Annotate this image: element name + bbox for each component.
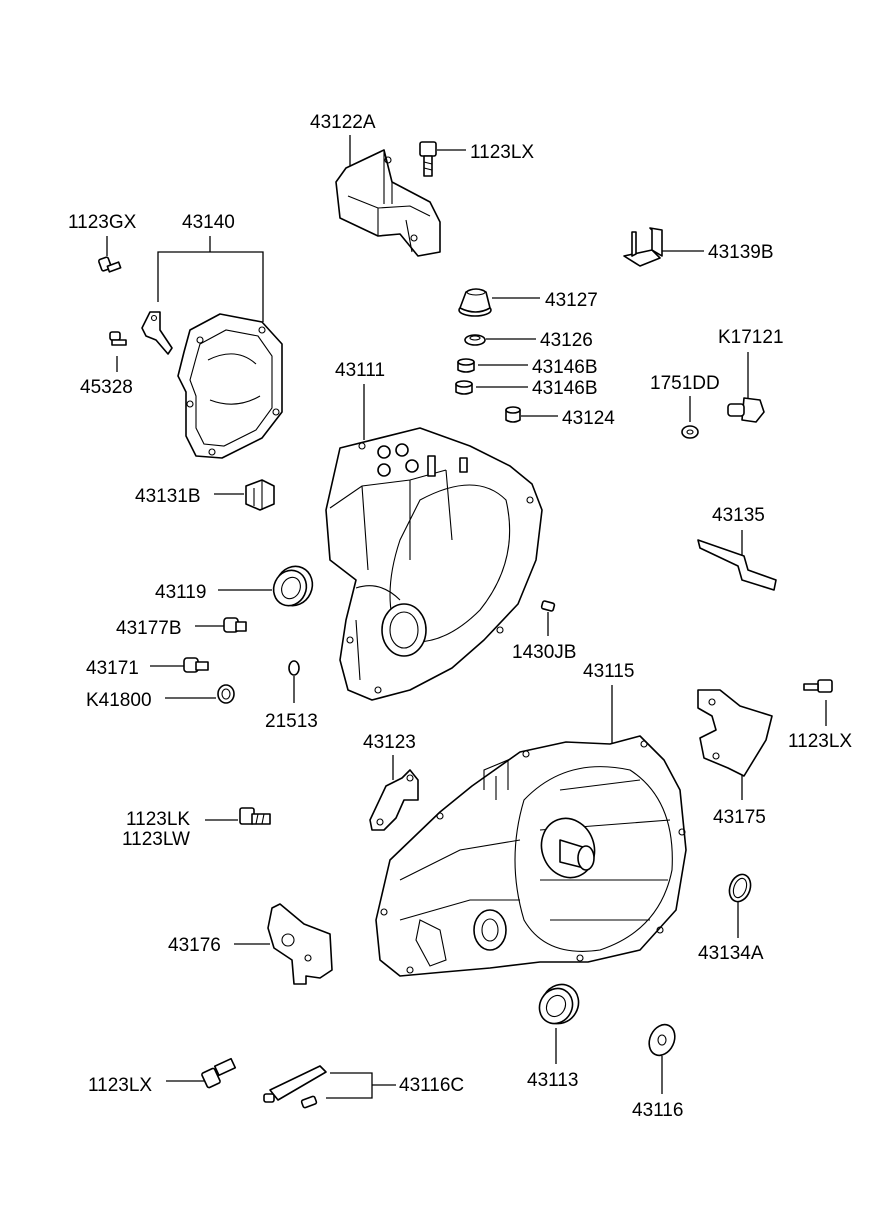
part-45328-pin [109,331,127,346]
label-k17121: K17121 [718,327,784,348]
label-43175: 43175 [713,807,766,828]
part-43116c-tube [263,1065,327,1109]
part-43116-washer [648,1023,676,1057]
part-43140-clip [141,311,173,355]
label-43146b-1: 43146B [532,357,598,378]
label-43113: 43113 [527,1070,578,1091]
part-43126-bushing [464,334,486,346]
part-43171-bolt [183,657,209,673]
label-43115: 43115 [583,661,634,682]
label-43135: 43135 [712,505,765,526]
part-43115-housing [375,735,687,977]
part-43176-bracket [267,903,333,985]
label-43146b-2: 43146B [532,378,598,399]
label-1123lk: 1123LK [126,809,190,830]
label-43119: 43119 [155,582,206,603]
label-k41800: K41800 [86,690,152,711]
part-k17121-plug [727,397,765,423]
label-43116c: 43116C [399,1075,464,1096]
label-1123gx: 1123GX [68,212,137,233]
part-1123lx-right-bolt [803,679,833,693]
label-43116: 43116 [632,1100,683,1121]
part-43140-cover [177,313,283,459]
part-21513-oring [288,660,300,676]
label-43127: 43127 [545,290,598,311]
part-1123lx-bottom-bolt [201,1057,237,1089]
part-1123gx-bolt [98,256,122,273]
label-43122a: 43122A [310,112,376,133]
label-43124: 43124 [562,408,615,429]
part-43123-bracket [369,769,419,831]
part-43111-case [325,427,543,701]
label-1123lw: 1123LW [122,829,190,850]
part-1430jb-pin [540,600,556,612]
label-45328: 45328 [80,377,133,398]
label-43134a: 43134A [698,943,764,964]
leader-43140 [157,251,264,322]
label-1123lx-bottom: 1123LX [88,1075,152,1096]
label-1751dd: 1751DD [650,373,720,394]
part-43177b-plug [223,617,247,633]
part-43131b-block [245,479,275,511]
label-1123lx-top: 1123LX [470,142,534,163]
part-k41800-washer [217,684,235,704]
label-1430jb: 1430JB [512,642,576,663]
part-43122a-bracket [335,149,441,257]
label-43131b: 43131B [135,486,201,507]
part-1123lx-top-bolt [419,141,437,177]
label-43123: 43123 [363,732,416,753]
part-43175-bracket [697,689,773,777]
part-labels: 43122A 1123LX 1123GX 43140 43139B 43127 … [68,112,852,1121]
label-21513: 21513 [265,711,318,732]
part-43119-seal [272,565,314,607]
label-43171: 43171 [86,658,139,679]
part-1751dd-washer [681,425,699,439]
label-43140: 43140 [182,212,235,233]
part-43139b-bracket [623,227,663,267]
label-43139b: 43139B [708,242,774,263]
leader-43116c [326,1072,373,1099]
part-43127-boot [458,288,492,317]
label-43111: 43111 [335,360,385,381]
part-43134a-ring [728,873,752,903]
part-43135-plate [697,539,777,591]
label-1123lx-right: 1123LX [788,731,852,752]
label-43176: 43176 [168,935,221,956]
label-43126: 43126 [540,330,593,351]
part-1123lk-bolt [239,807,271,825]
part-43124-bushing [505,406,521,423]
part-43113-seal [538,983,580,1025]
part-43146b-rings [455,358,475,395]
label-43177b: 43177B [116,618,182,639]
